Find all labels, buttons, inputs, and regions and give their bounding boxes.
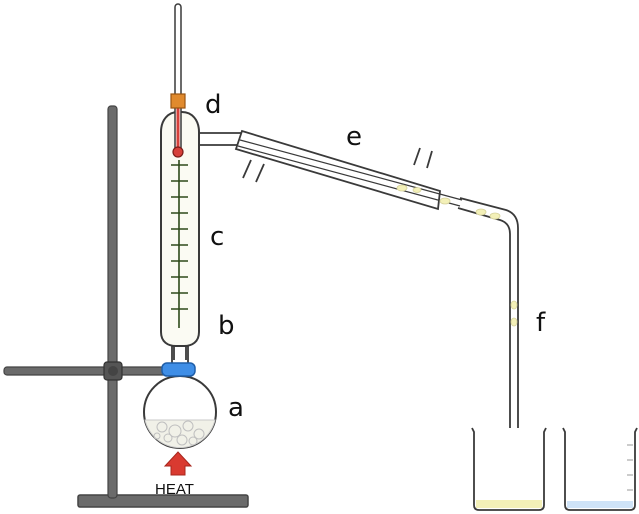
bosshead-icon: [103, 361, 123, 381]
condensate-drops: [396, 184, 451, 205]
label-e: e: [346, 122, 362, 152]
water-inlet: [242, 159, 265, 183]
water-outlet: [413, 147, 433, 169]
label-c: c: [210, 222, 224, 252]
beaker-2-water: [567, 501, 633, 508]
beaker-2-outline: [562, 427, 638, 511]
thermometer-bung: [170, 93, 186, 109]
beaker-1-outline: [471, 427, 547, 511]
boiling-bubbles: [153, 420, 205, 446]
column-packing-ticks: [171, 160, 188, 328]
water-beaker: [562, 427, 638, 511]
side-arm: [199, 132, 242, 146]
fractionating-column: [160, 111, 200, 360]
thermometer: [170, 3, 186, 158]
stand-base: [77, 494, 249, 508]
label-d: d: [205, 90, 222, 120]
label-f: f: [536, 308, 546, 338]
adapter-tube: [457, 197, 519, 438]
flask-clamp: [161, 362, 196, 377]
condenser-jacket: [234, 129, 441, 211]
heat-arrow-icon: [163, 451, 193, 476]
label-a: a: [228, 393, 244, 423]
collection-beaker: [471, 427, 547, 511]
heat-label: HEAT: [155, 481, 194, 498]
label-b: b: [218, 311, 235, 341]
condenser-inner-tube: [237, 139, 463, 207]
stand-rod: [107, 105, 118, 499]
beaker-2-graduations: [627, 444, 633, 491]
liebig-condenser: [199, 129, 463, 211]
delivery-tube: [457, 197, 519, 458]
thermometer-mercury: [176, 104, 180, 150]
heat-indicator: HEAT: [155, 451, 194, 498]
round-bottom-flask: [143, 345, 217, 449]
thermometer-bulb: [172, 146, 184, 158]
beaker-1-distillate: [476, 500, 542, 508]
retort-stand: [3, 105, 249, 508]
